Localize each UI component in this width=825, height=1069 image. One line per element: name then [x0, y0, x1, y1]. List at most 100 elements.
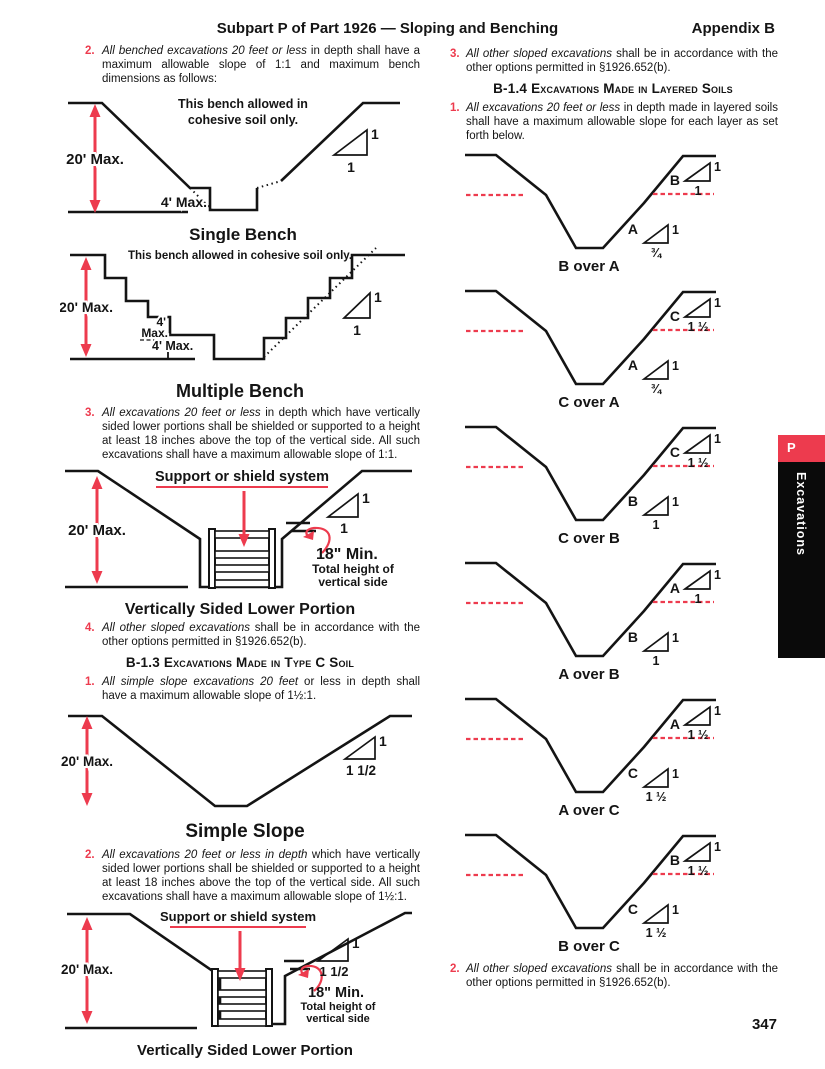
triangle-rise-label: 1	[374, 289, 382, 305]
depth-arrow	[91, 476, 103, 585]
appendix-label: Appendix B	[691, 20, 775, 37]
slope-triangle	[341, 291, 371, 319]
diagram-caption: B over C	[558, 938, 620, 955]
triangle-rise-label: 1	[379, 733, 387, 749]
total-height-label-line1: Total height of	[312, 562, 395, 576]
item-lead: All simple slope excavations 20 feet	[102, 676, 299, 689]
diagram-caption: A over B	[558, 666, 619, 683]
list-item: 4. All other sloped excavations shall be…	[60, 621, 420, 649]
item-number: 3.	[450, 48, 460, 60]
lower-slope-triangle	[641, 903, 669, 924]
note-text: This bench allowed in cohesive soil only…	[128, 250, 352, 262]
depth-arrow	[81, 716, 93, 807]
slope-dotted-line	[256, 180, 282, 190]
diagram-caption: Vertically Sided Lower Portion	[125, 601, 355, 617]
item-lead: All excavations 20 feet or less in depth	[102, 849, 308, 862]
upper-run-label: 1 ½	[688, 728, 709, 742]
lower-soil-label: C	[628, 765, 638, 781]
upper-soil-label: C	[670, 444, 680, 460]
item-lead: All benched excavations 20 feet or less	[102, 45, 307, 57]
upper-slope-triangle	[682, 841, 711, 862]
lower-slope-triangle	[641, 359, 669, 380]
excavation-profile	[70, 253, 405, 361]
vertically-sided-diagram: Support or shield system 20' Max. 18" Mi…	[65, 469, 412, 617]
side-tab-body: Excavations	[778, 462, 825, 658]
layered-diagram-b-over-c: B 1 1 ½ C 1 1 ½ B over C	[465, 833, 721, 955]
layered-diagram-a-over-c: A 1 1 ½ C 1 1 ½ A over C	[465, 697, 721, 819]
total-height-label-line2: vertical side	[306, 1013, 370, 1025]
depth-label: 20' Max.	[61, 962, 113, 977]
slope-triangle	[315, 937, 349, 963]
lower-rise-label: 1	[672, 495, 679, 509]
offset-tick-marks	[286, 521, 316, 533]
lower-soil-label: B	[628, 629, 638, 645]
shield-rail	[214, 564, 270, 573]
chapter-side-tab: P Excavations	[778, 435, 825, 658]
section-heading-b14: B-1.4 Excavations Made in Layered Soils	[493, 81, 733, 97]
support-label: Support or shield system	[155, 469, 329, 485]
upper-rise-label: 1	[714, 296, 721, 310]
multiple-bench-diagram: 20' Max. This bench allowed in cohesive …	[60, 247, 405, 400]
diagram-caption: A over C	[558, 802, 619, 819]
depth-arrow	[89, 104, 101, 214]
slope-triangle	[325, 492, 359, 518]
upper-run-label: 1 ½	[688, 864, 709, 878]
item-text: in depth shall have a maximum allowable …	[102, 45, 420, 86]
item-text: in depth which have vertically sided low…	[102, 407, 421, 462]
excavation-profile	[465, 561, 716, 658]
item-lead: All other sloped excavations	[466, 963, 612, 976]
layered-diagram-b-over-a: B 1 1 A 1 ¾ B over A	[465, 153, 721, 275]
lower-run-label: 1	[653, 654, 660, 668]
shield-post	[208, 528, 216, 590]
layered-diagram-c-over-a: C 1 1 ½ A 1 ¾ C over A	[465, 289, 721, 411]
excavation-profile	[465, 697, 716, 794]
item-text: which have vertically sided lower portio…	[102, 849, 421, 904]
slope-dotted-line	[189, 187, 213, 211]
upper-soil-label: B	[670, 172, 680, 188]
triangle-run-label: 1	[347, 159, 355, 175]
item-text: or less in depth shall have a maximum al…	[102, 676, 420, 703]
slope-triangle	[342, 735, 376, 761]
upper-run-label: 1 ½	[688, 320, 709, 334]
upper-slope-triangle	[682, 569, 711, 590]
excavation-profile	[465, 425, 716, 522]
triangle-rise-label: 1	[352, 936, 360, 951]
item-number: 2.	[85, 45, 95, 57]
upper-rise-label: 1	[714, 432, 721, 446]
lower-rise-label: 1	[672, 359, 679, 373]
item-text: shall be in accordance with the other op…	[466, 963, 778, 990]
slope-triangle	[331, 128, 368, 156]
right-column: 3. All other sloped excavations shall be…	[448, 47, 778, 995]
total-height-label-line1: Total height of	[301, 1001, 376, 1013]
item-text: in depth made in layered soils shall hav…	[466, 102, 778, 143]
excavation-profile	[465, 289, 716, 386]
list-item: 1. All excavations 20 feet or less in de…	[448, 101, 778, 143]
depth-arrow	[81, 917, 93, 1025]
shield-rail	[217, 989, 267, 999]
triangle-rise-label: 1	[371, 126, 379, 142]
item-number: 1.	[85, 676, 95, 689]
triangle-rise-label: 1	[362, 490, 370, 506]
item-lead: All excavations 20 feet or less	[466, 102, 621, 115]
diagram-caption: Simple Slope	[185, 821, 304, 841]
lower-run-label: 1	[653, 518, 660, 532]
triangle-run-label: 1 1/2	[346, 763, 376, 778]
side-tab-label: Excavations	[794, 472, 808, 556]
depth-label: 20' Max.	[60, 299, 113, 315]
lower-run-label: ¾	[651, 246, 663, 260]
diagram-caption: C over B	[558, 530, 620, 547]
list-item: 2. All excavations 20 feet or less in de…	[60, 848, 420, 904]
page-title: Subpart P of Part 1926 — Sloping and Ben…	[216, 20, 559, 37]
upper-soil-label: C	[670, 308, 680, 324]
layered-diagram-c-over-b: C 1 1 ½ B 1 1 C over B	[465, 425, 721, 547]
total-height-label-line2: vertical side	[318, 575, 388, 589]
item-number: 2.	[450, 963, 460, 976]
item-number: 4.	[85, 622, 95, 635]
bench-height-label-line1: 4'	[156, 315, 166, 329]
simple-slope-diagram: 20' Max. 1 1 1/2 Simple Slope	[60, 714, 412, 841]
min-height-label: 18" Min.	[308, 985, 364, 1001]
excavation-profile	[465, 833, 716, 930]
triangle-run-label: 1	[353, 322, 361, 338]
upper-rise-label: 1	[714, 840, 721, 854]
